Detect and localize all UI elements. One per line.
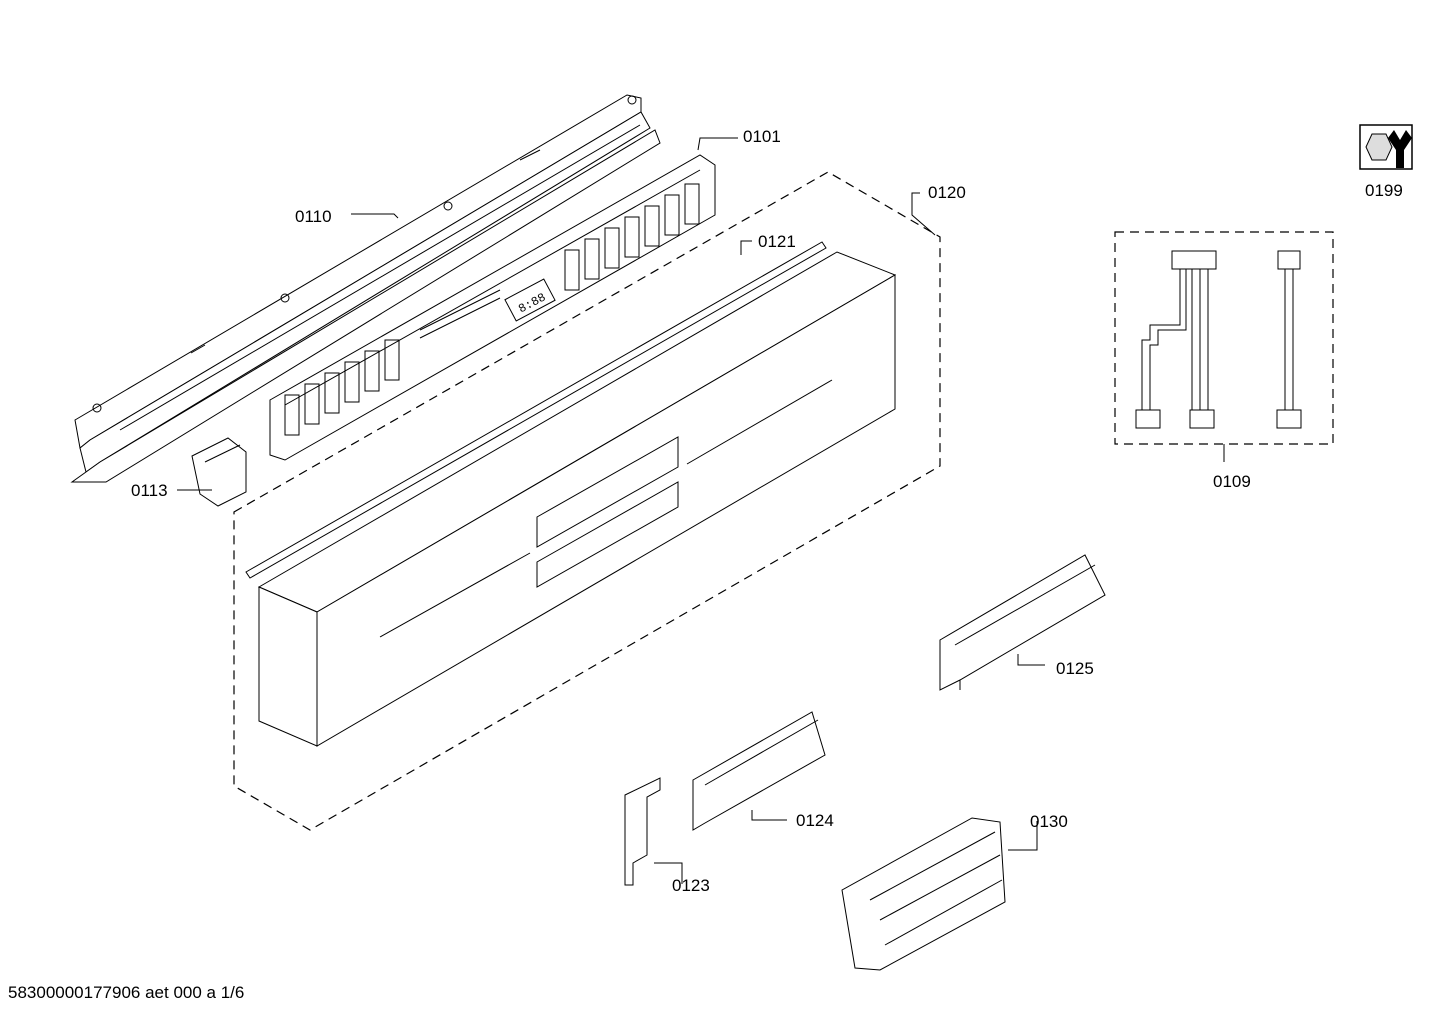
label-0101: 0101	[743, 127, 781, 146]
label-0109: 0109	[1213, 472, 1251, 491]
part-0110-mounting-rail[interactable]	[70, 94, 661, 483]
module-key-sockets-right	[564, 183, 700, 291]
part-0101-control-module[interactable]: 8:88	[269, 154, 716, 461]
module-key-sockets-left	[284, 339, 400, 436]
label-0130: 0130	[1030, 812, 1068, 831]
label-0121: 0121	[758, 232, 796, 251]
group-0109-outline	[1114, 231, 1334, 445]
label-0120: 0120	[928, 183, 966, 202]
part-0125-key-carrier[interactable]	[939, 554, 1106, 691]
module-led-row	[419, 289, 501, 339]
part-0109-cable-harness[interactable]	[1135, 250, 1302, 429]
label-0124: 0124	[796, 811, 834, 830]
part-0123-slider[interactable]	[624, 777, 661, 886]
label-0110: 0110	[295, 207, 332, 226]
label-0199: 0199	[1365, 181, 1403, 200]
service-tool-icon	[1359, 124, 1413, 170]
part-0121-trim-strip[interactable]	[245, 241, 827, 579]
part-0130-housing[interactable]	[841, 817, 1006, 971]
part-0124-key-carrier[interactable]	[692, 711, 826, 831]
leader-lines	[177, 137, 1225, 884]
display-window	[504, 278, 556, 322]
drawing-reference: 58300000177906 aet 000 a 1/6	[8, 983, 245, 1002]
label-0113: 0113	[131, 481, 168, 500]
control-panel-fascia	[257, 251, 897, 747]
label-0123: 0123	[672, 876, 710, 895]
group-0120-outline	[233, 171, 941, 831]
part-0113-clip[interactable]	[191, 437, 247, 507]
label-0125: 0125	[1056, 659, 1094, 678]
